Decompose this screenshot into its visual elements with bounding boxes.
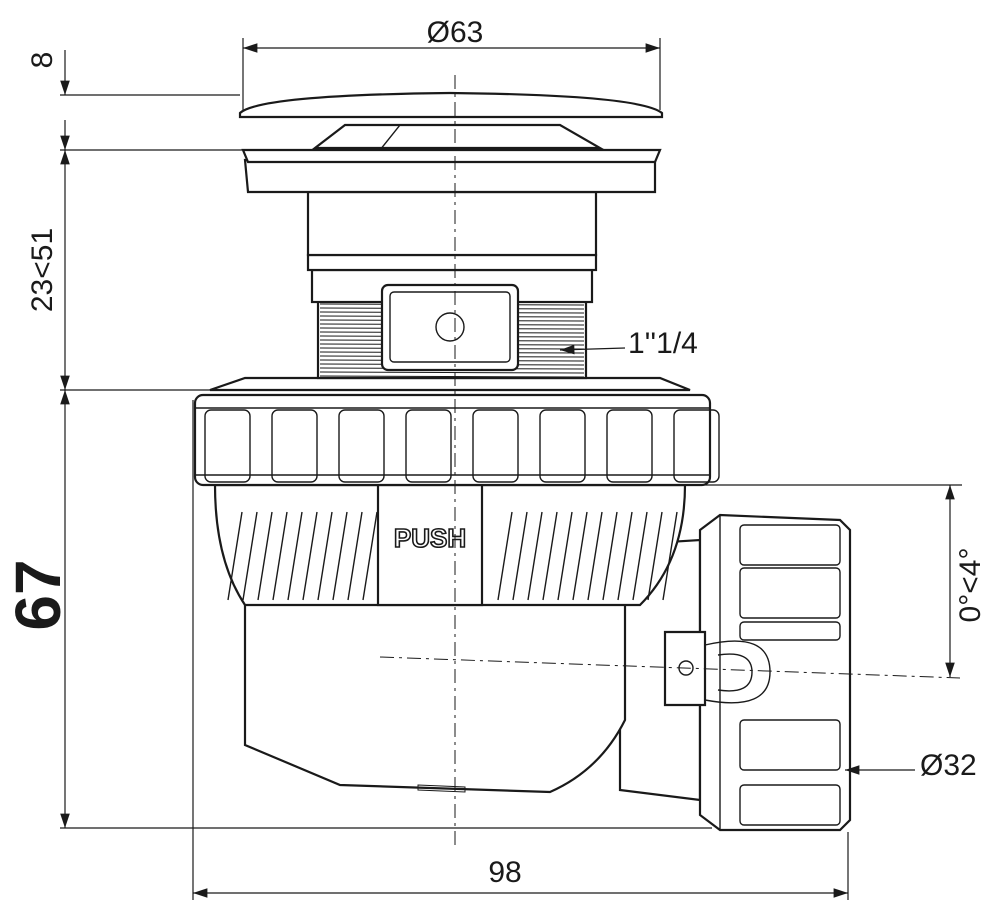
threaded-tube [306, 253, 598, 380]
nut-grip [405, 409, 452, 483]
rib [227, 511, 243, 601]
drain-part: PUSH [193, 91, 852, 832]
rib [572, 511, 588, 601]
cap-diameter-label: Ø63 [427, 16, 484, 49]
push-button: PUSH [376, 483, 484, 607]
flange [241, 123, 662, 194]
rib [512, 511, 528, 601]
thread-label: 1''1/4 [628, 327, 698, 360]
rib [602, 511, 618, 601]
rib [632, 511, 648, 601]
rib [587, 511, 603, 601]
rib [272, 511, 288, 601]
body-tube [306, 190, 598, 257]
extension-lines [60, 38, 962, 900]
rib [257, 511, 273, 601]
nut-grip [606, 409, 653, 483]
nut-grip [472, 409, 519, 483]
rib [617, 511, 633, 601]
thread-line [319, 371, 585, 374]
nut-grip [204, 409, 251, 483]
adjust-range-label: 23<51 [26, 228, 59, 312]
total-width-label: 98 [488, 856, 521, 889]
fixing-nut [193, 376, 720, 487]
rib [332, 511, 348, 601]
thread-leader [559, 344, 626, 355]
total-height-label: 67 [2, 559, 74, 630]
rib [362, 511, 378, 601]
nut-grip [539, 409, 586, 483]
rib [542, 511, 558, 601]
outlet-centerline [379, 656, 961, 679]
nut-grip [673, 409, 720, 483]
outlet-nut [618, 513, 852, 832]
rib [242, 511, 258, 601]
rib [317, 511, 333, 601]
thread-line [319, 375, 585, 378]
rib [347, 511, 363, 601]
push-cap [238, 91, 664, 119]
rib [527, 511, 543, 601]
cap-height-label: 8 [26, 52, 59, 69]
outlet-diameter-label: Ø32 [920, 749, 977, 782]
lower-body [243, 598, 627, 794]
rib [662, 511, 678, 601]
rib [302, 511, 318, 601]
nut-grip [338, 409, 385, 483]
rib [287, 511, 303, 601]
rib [647, 511, 663, 601]
tilt-range-label: 0°<4° [954, 548, 987, 623]
rib [497, 511, 513, 601]
rib [557, 511, 573, 601]
nut-grip [271, 409, 318, 483]
